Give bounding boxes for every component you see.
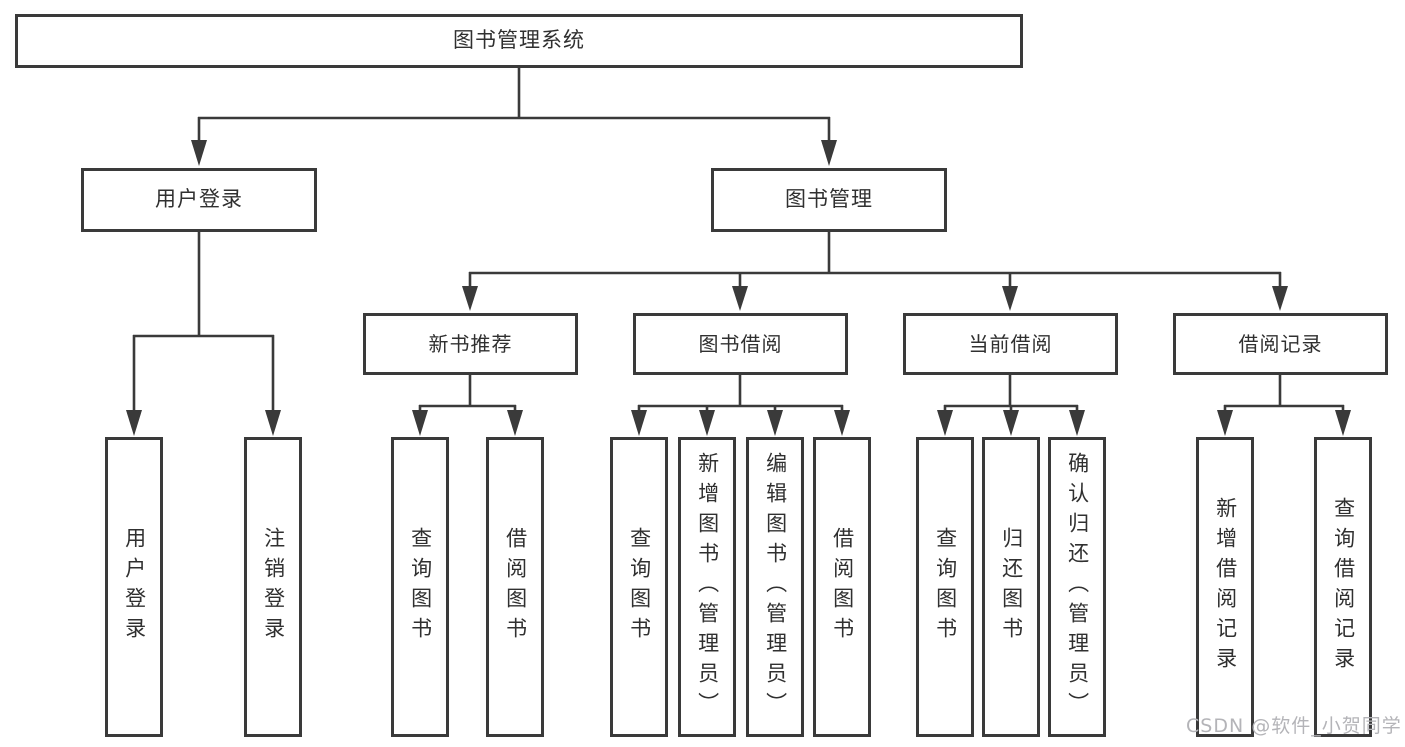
node-label: 新增借阅记录 [1213,497,1238,677]
leaf-borrow-books-recommend: 借阅图书 [486,437,544,737]
leaf-add-books-admin: 新增图书（管理员） [678,437,736,737]
node-label: 注销登录 [261,527,286,647]
node-label: 借阅图书 [503,527,528,647]
node-label: 新增图书（管理员） [695,452,720,722]
leaf-query-books-borrow: 查询图书 [610,437,668,737]
leaf-add-borrow-record: 新增借阅记录 [1196,437,1254,737]
leaf-confirm-return-admin: 确认归还（管理员） [1048,437,1106,737]
node-label: 图书借阅 [698,332,783,356]
node-library-management-system: 图书管理系统 [15,14,1023,68]
node-label: 编辑图书（管理员） [763,452,788,722]
node-label: 查询图书 [408,527,433,647]
node-label: 查询借阅记录 [1331,497,1356,677]
node-label: 新书推荐 [428,332,513,356]
node-label: 借阅图书 [830,527,855,647]
leaf-return-books: 归还图书 [982,437,1040,737]
node-user-login-branch: 用户登录 [81,168,317,232]
node-borrowing-records: 借阅记录 [1173,313,1388,375]
leaf-query-borrow-record: 查询借阅记录 [1314,437,1372,737]
leaf-query-books-recommend: 查询图书 [391,437,449,737]
node-label: 查询图书 [627,527,652,647]
node-label: 确认归还（管理员） [1065,452,1090,722]
node-label: 借阅记录 [1238,332,1323,356]
node-label: 图书管理 [785,187,873,212]
node-label: 归还图书 [999,527,1024,647]
node-label: 图书管理系统 [453,28,585,53]
leaf-edit-books-admin: 编辑图书（管理员） [746,437,804,737]
node-label: 用户登录 [155,187,243,212]
node-label: 当前借阅 [968,332,1053,356]
node-new-book-recommendation: 新书推荐 [363,313,578,375]
leaf-borrow-books: 借阅图书 [813,437,871,737]
node-book-management-branch: 图书管理 [711,168,947,232]
node-label: 查询图书 [933,527,958,647]
node-label: 用户登录 [122,527,147,647]
node-book-borrowing: 图书借阅 [633,313,848,375]
leaf-logout: 注销登录 [244,437,302,737]
leaf-user-login: 用户登录 [105,437,163,737]
leaf-query-books-current: 查询图书 [916,437,974,737]
node-current-borrowing: 当前借阅 [903,313,1118,375]
csdn-watermark: CSDN @软件_小贺同学 [1186,715,1402,737]
